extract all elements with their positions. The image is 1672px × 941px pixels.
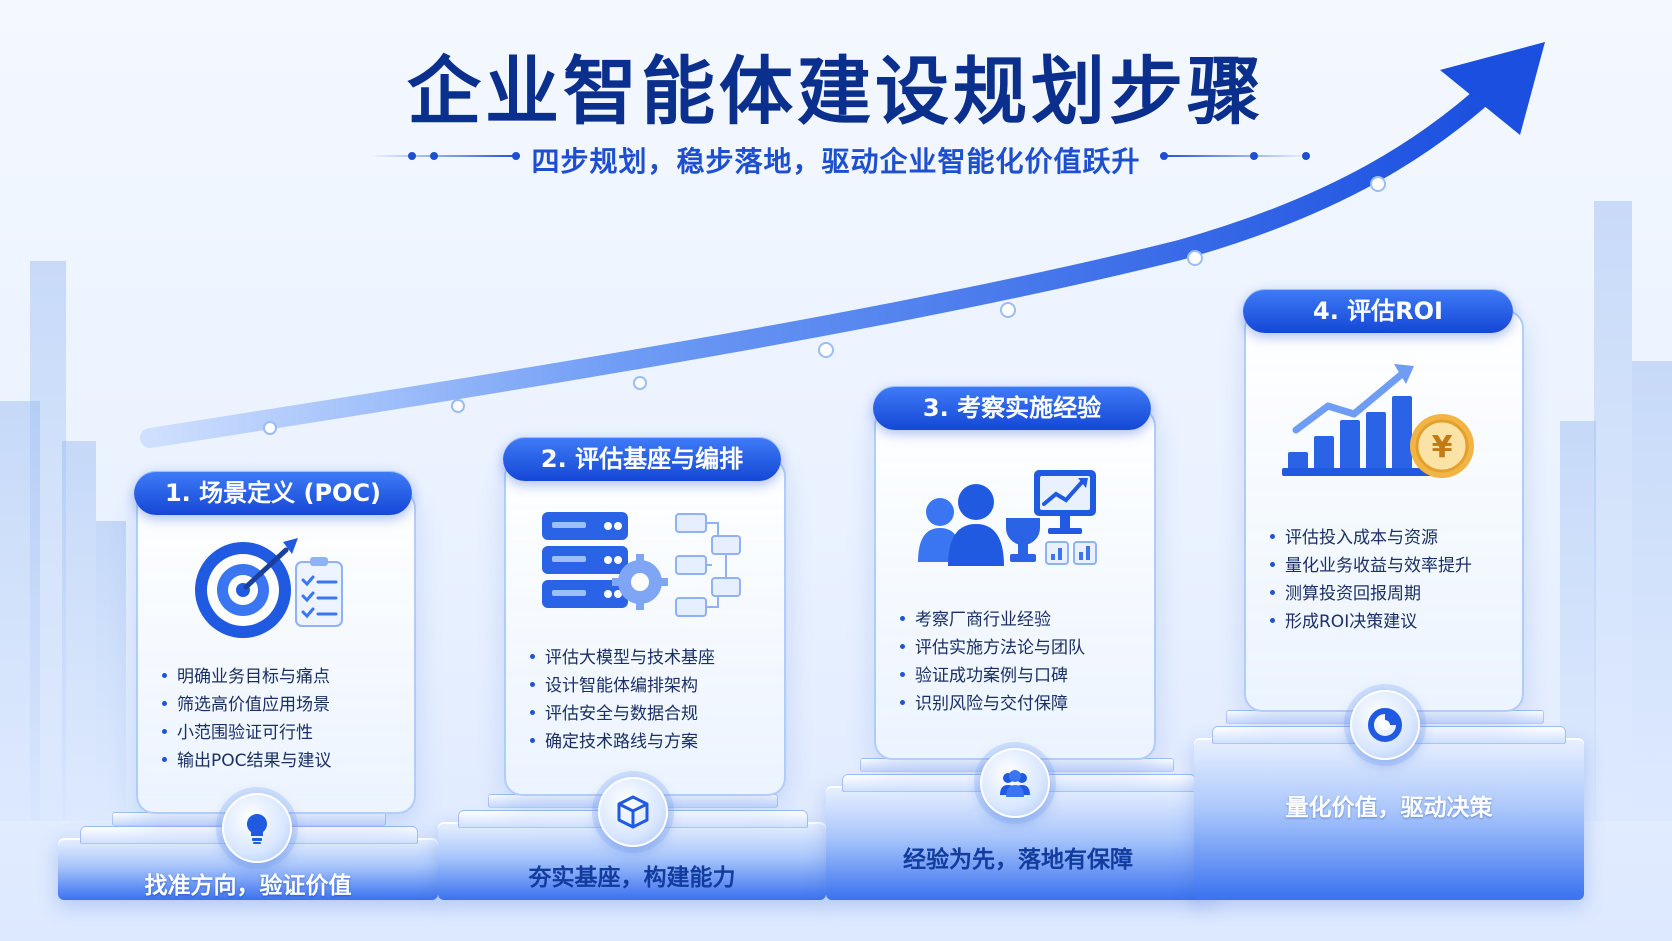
users-icon [1000,770,1030,797]
team-trophy-icon [918,470,1097,566]
step3-label: 3. 考察实施经验 [873,386,1151,430]
step1-label: 1. 场景定义 (POC) [134,471,412,515]
step2-label: 2. 评估基座与编排 [503,437,781,481]
list-item: 评估大模型与技术基座 [530,644,715,672]
step4-slogan: 量化价值，驱动决策 [1285,795,1493,821]
list-item: 筛选高价值应用场景 [162,691,332,719]
step1-bullets: 明确业务目标与痛点 筛选高价值应用场景 小范围验证可行性 输出POC结果与建议 [162,663,332,775]
step3-medal [980,748,1050,818]
subtitle-ornament-right [1160,152,1310,160]
growth-chart-icon: ¥ [1282,364,1474,478]
step1-slogan: 找准方向，验证价值 [144,873,352,899]
pie-chart-icon [1368,708,1402,742]
list-item: 确定技术路线与方案 [530,728,715,756]
step4-card [1244,310,1524,712]
step3-bullets: 考察厂商行业经验 评估实施方法论与团队 验证成功案例与口碑 识别风险与交付保障 [900,606,1085,718]
skyline-right-2 [1594,201,1632,821]
cube-icon [617,795,649,829]
step3-card [874,408,1156,760]
target-icon [195,538,343,638]
list-item: 明确业务目标与痛点 [162,663,332,691]
step2-medal [598,777,668,847]
subtitle-ornament-left [370,152,520,160]
step4-bullets: 评估投入成本与资源 量化业务收益与效率提升 测算投资回报周期 形成ROI决策建议 [1270,524,1472,636]
list-item: 小范围验证可行性 [162,719,332,747]
page-subtitle: 四步规划，稳步落地，驱动企业智能化价值跃升 [531,145,1141,178]
list-item: 测算投资回报周期 [1270,580,1472,608]
list-item: 设计智能体编排架构 [530,672,715,700]
step2-bullets: 评估大模型与技术基座 设计智能体编排架构 评估安全与数据合规 确定技术路线与方案 [530,644,715,756]
step3-slogan: 经验为先，落地有保障 [903,847,1133,873]
skyline-right-3 [1632,361,1672,821]
list-item: 评估实施方法论与团队 [900,634,1085,662]
step4-pedestal [1194,738,1584,900]
step1-card [136,490,416,814]
skyline-left-4 [96,521,126,821]
list-item: 识别风险与交付保障 [900,690,1085,718]
list-item: 形成ROI决策建议 [1270,608,1472,636]
list-item: 评估安全与数据合规 [530,700,715,728]
list-item: 考察厂商行业经验 [900,606,1085,634]
page-title: 企业智能体建设规划步骤 [407,49,1265,135]
skyline-left-3 [62,441,96,821]
step4-label: 4. 评估ROI [1243,289,1513,333]
coin-symbol: ¥ [1432,430,1453,465]
server-icon [542,512,741,617]
lightbulb-icon [247,814,267,844]
skyline-left-1 [0,401,40,821]
list-item: 验证成功案例与口碑 [900,662,1085,690]
list-item: 量化业务收益与效率提升 [1270,552,1472,580]
step1-medal [222,793,292,863]
step2-slogan: 夯实基座，构建能力 [528,865,736,891]
list-item: 评估投入成本与资源 [1270,524,1472,552]
list-item: 输出POC结果与建议 [162,747,332,775]
step4-medal [1350,690,1420,760]
skyline-left-2 [30,261,66,821]
